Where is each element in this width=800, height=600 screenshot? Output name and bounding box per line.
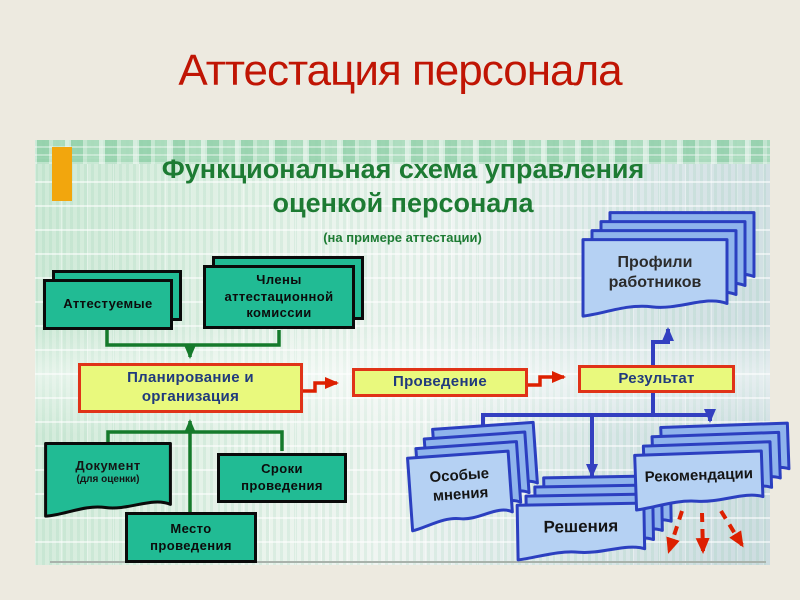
accent-bar: [52, 147, 72, 201]
node-label: Особые мнения: [428, 465, 490, 505]
node-label: Аттестуемые: [63, 296, 153, 312]
doc-face: [405, 449, 515, 536]
node-label: Рекомендации: [644, 464, 754, 486]
slide-title: Аттестация персонала: [178, 46, 622, 95]
node-rezultat: Результат: [578, 365, 735, 393]
node-osobye: Особые мнения: [405, 449, 515, 536]
node-label: Планирование и организация: [127, 369, 254, 405]
red-dashed-arrows: [666, 509, 744, 554]
node-rekomendacii: Рекомендации: [632, 450, 766, 515]
diagram-heading: Функциональная схема управления оценкой …: [161, 154, 645, 218]
doc-face: [632, 450, 766, 515]
node-label: Документ: [75, 458, 141, 474]
node-label: Решения: [543, 516, 619, 538]
node-attestuemye: Аттестуемые: [43, 270, 182, 330]
node-label: Проведение: [393, 373, 487, 391]
doc-face: [580, 238, 730, 322]
node-komissiya: Члены аттестационной комиссии: [203, 256, 364, 329]
node-sublabel: (для оценки): [76, 474, 140, 486]
node-label: Профили работников: [608, 254, 702, 292]
node-profili: Профили работников: [580, 238, 730, 322]
node-planirovanie: Планирование и организация: [78, 363, 303, 413]
connector-lines: [105, 327, 744, 554]
doc-face: [43, 442, 173, 520]
node-label: Результат: [618, 369, 695, 387]
node-dokument: Документ (для оценки): [43, 442, 173, 520]
node-provedenie: Проведение: [352, 368, 528, 397]
node-resheniya: Решения: [514, 502, 647, 564]
doc-face: [514, 502, 647, 564]
node-label: Члены аттестационной комиссии: [224, 271, 334, 321]
node-sroki: Сроки проведения: [217, 453, 347, 503]
red-step-arrows: [303, 371, 566, 393]
blue-connectors: [477, 327, 716, 478]
node-label: Место проведения: [150, 520, 232, 553]
node-mesto: Место проведения: [125, 512, 257, 563]
node-label: Сроки проведения: [241, 461, 323, 493]
panel-baseline: [50, 561, 766, 563]
diagram-panel: Функциональная схема управления оценкой …: [35, 140, 770, 565]
green-connectors: [105, 329, 284, 512]
diagram-subtitle: (на примере аттестации): [323, 230, 482, 245]
